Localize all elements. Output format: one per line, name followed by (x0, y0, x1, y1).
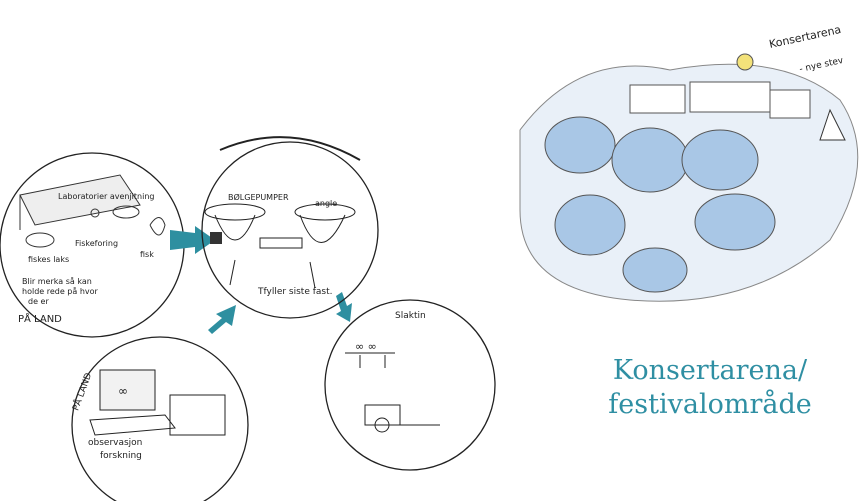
label-lab: Laboratorier avenjitning (58, 192, 154, 201)
label-fish-line4: de er (28, 297, 49, 306)
caption-concert-festival: Konsertarena/ festivalområde (560, 354, 860, 422)
label-pumps: BØLGEPUMPER (228, 192, 289, 202)
label-angle: angle (315, 199, 337, 208)
sketch-concert-arena: Konsertarena - nye stev (519, 22, 859, 302)
label-screen: ∞ (118, 384, 128, 398)
circle-observation: ∞ observasjon forskning PÅ LAND (69, 336, 249, 501)
label-fish-line3: holde rede på hvor (22, 286, 99, 296)
label-obs-2: forskning (100, 451, 142, 461)
label-bottom: Tfyller siste fast. (257, 287, 333, 297)
label-slaktin: Slaktin (395, 311, 426, 321)
arrow-down-left (208, 305, 236, 334)
arrow-down-right (336, 292, 352, 322)
water-pools (544, 116, 776, 293)
sketch-circles-diagram: Laboratorier avenjitning Fiskeforing fis… (0, 136, 496, 501)
circle-slaktin: Slaktin ∞ ∞ (324, 299, 496, 471)
label-marks: ∞ ∞ (355, 340, 377, 353)
caption-line-2: festivalområde (608, 389, 812, 420)
circle-land-lab: Laboratorier avenjitning Fiskeforing fis… (0, 152, 185, 338)
label-paland-2: PÅ LAND (69, 371, 94, 412)
label-paland-1: PÅ LAND (18, 312, 62, 325)
label-konsertarena-sketch: Konsertarena (768, 23, 842, 51)
label-obs-1: observasjon (88, 438, 142, 448)
label-fish-line2: Blir merka så kan (22, 276, 92, 286)
caption-line-1: Konsertarena/ (612, 355, 808, 386)
label-fish-feeding: Fiskeforing (75, 239, 118, 248)
circle-wave-pumps: BØLGEPUMPER angle Tfyller siste fast. (201, 136, 379, 319)
label-fish-line1: fiskes laks (28, 255, 69, 264)
label-fisk: fisk (140, 250, 154, 259)
